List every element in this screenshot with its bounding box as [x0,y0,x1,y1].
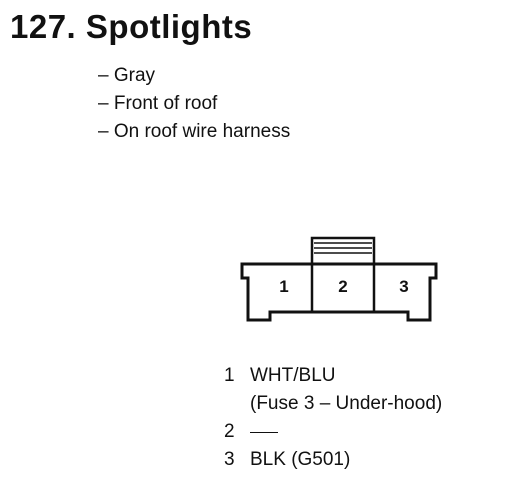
connector-diagram: 1 2 3 [236,234,442,330]
detail-color: – Gray [98,65,156,86]
connector-lock-tab [310,236,376,266]
connector-face-drawing: 1 2 3 [240,236,438,322]
pin-label-2: 2 [338,277,347,296]
pin-label-1: 1 [279,277,288,296]
detail-location: – Front of roof [98,93,218,114]
pin-wire: BLK (G501) [250,449,351,470]
pin-note: (Fuse 3 – Under-hood) [250,393,443,414]
pin-number: 1 [224,365,235,386]
detail-harness: – On roof wire harness [98,121,291,142]
page-title: 127. Spotlights [10,8,253,45]
connector-details: – Gray – Front of roof – On roof wire ha… [98,62,290,146]
connector-body [240,262,438,322]
pin-wire: WHT/BLU [250,365,336,386]
pin-number: 2 [224,421,235,442]
unused-pin-dash [250,432,278,433]
pin-label-3: 3 [399,277,408,296]
pinout-row-1: 1 WHT/BLU [224,362,442,390]
pinout-row-2: 2 [224,418,442,446]
pinout-list: 1 WHT/BLU (Fuse 3 – Under-hood) 2 3 BLK … [224,362,442,474]
pinout-row-3: 3 BLK (G501) [224,446,442,474]
pin-number: 3 [224,449,235,470]
